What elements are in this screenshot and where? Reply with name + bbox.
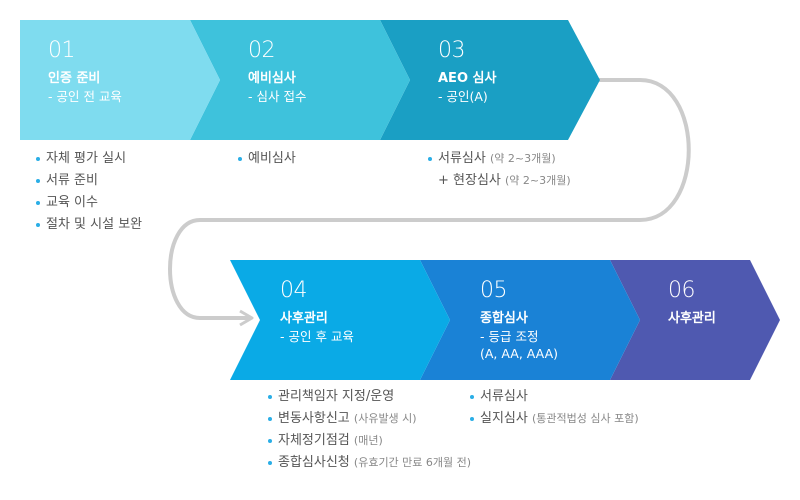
step-4-details: 관리책임자 지정/운영 변동사항신고 (사유발생 시) 자체정기점검 (매년) … — [268, 386, 471, 474]
list-item: 관리책임자 지정/운영 — [268, 386, 471, 408]
list-item: 자체 평가 실시 — [36, 148, 142, 170]
step-1-label: 01 인증 준비 - 공인 전 교육 — [48, 38, 122, 105]
bullet-icon — [268, 395, 272, 399]
list-item: 예비심사 — [238, 148, 296, 170]
step-4-title: 사후관리 — [280, 311, 328, 326]
step-3-label: 03 AEO 심사 - 공인(A) — [438, 38, 496, 105]
step-6-chevron — [610, 260, 780, 380]
list-item: + 현장심사 (약 2~3개월) — [438, 173, 571, 188]
step-3-number: 03 — [438, 38, 466, 63]
list-item: 자체정기점검 (매년) — [268, 430, 471, 452]
bullet-icon — [238, 157, 242, 161]
connector-line — [168, 78, 691, 320]
step-2-subtitle: - 심사 접수 — [248, 89, 307, 104]
bullet-icon — [36, 201, 40, 205]
list-item: 교육 이수 — [36, 192, 142, 214]
step-1-chevron — [20, 20, 220, 140]
bullet-icon — [36, 223, 40, 227]
step-2-label: 02 예비심사 - 심사 접수 — [248, 38, 306, 105]
list-item: 서류심사 (약 2~3개월) — [428, 148, 571, 170]
step-6-number: 06 — [668, 278, 695, 303]
step-4-chevron — [230, 260, 450, 380]
step-3-details: 서류심사 (약 2~3개월) + 현장심사 (약 2~3개월) — [428, 148, 571, 192]
bullet-icon — [36, 179, 40, 183]
bullet-icon — [470, 417, 474, 421]
step-4-subtitle: - 공인 후 교육 — [280, 329, 354, 344]
connector-arrowhead — [239, 309, 254, 327]
step-4-number: 04 — [280, 278, 307, 303]
step-3-title: AEO 심사 — [438, 71, 497, 86]
list-item: 서류 준비 — [36, 170, 142, 192]
step-5-number: 05 — [480, 278, 508, 303]
step-1-subtitle: - 공인 전 교육 — [48, 89, 122, 104]
list-item: 서류심사 — [470, 386, 639, 408]
step-3-chevron — [380, 20, 600, 140]
list-item: 변동사항신고 (사유발생 시) — [268, 408, 471, 430]
bullet-icon — [428, 157, 432, 161]
step-5-label: 05 종합심사 - 등급 조정 (A, AA, AAA) — [480, 278, 558, 362]
step-5-chevron — [420, 260, 640, 380]
step-4-label: 04 사후관리 - 공인 후 교육 — [280, 278, 354, 345]
step-6-title: 사후관리 — [668, 311, 716, 326]
step-1-number: 01 — [48, 38, 75, 63]
step-5-subtitle-2: (A, AA, AAA) — [480, 346, 558, 361]
list-item: 종합심사신청 (유효기간 만료 6개월 전) — [268, 452, 471, 474]
step-1-title: 인증 준비 — [48, 71, 101, 86]
step-2-title: 예비심사 — [248, 71, 296, 86]
list-item: 절차 및 시설 보완 — [36, 214, 142, 236]
step-5-details: 서류심사 실지심사 (통관적법성 심사 포함) — [470, 386, 639, 430]
step-2-number: 02 — [248, 38, 276, 63]
step-6-label: 06 사후관리 — [668, 278, 716, 328]
bullet-icon — [268, 417, 272, 421]
step-2-details: 예비심사 — [238, 148, 296, 170]
list-item: 실지심사 (통관적법성 심사 포함) — [470, 408, 639, 430]
step-1-details: 자체 평가 실시 서류 준비 교육 이수 절차 및 시설 보완 — [36, 148, 142, 236]
bullet-icon — [268, 439, 272, 443]
step-2-chevron — [190, 20, 410, 140]
bullet-icon — [36, 157, 40, 161]
bullet-icon — [470, 395, 474, 399]
step-5-title: 종합심사 — [480, 311, 528, 326]
step-3-subtitle: - 공인(A) — [438, 89, 488, 104]
bullet-icon — [268, 461, 272, 465]
step-5-subtitle: - 등급 조정 — [480, 329, 539, 344]
